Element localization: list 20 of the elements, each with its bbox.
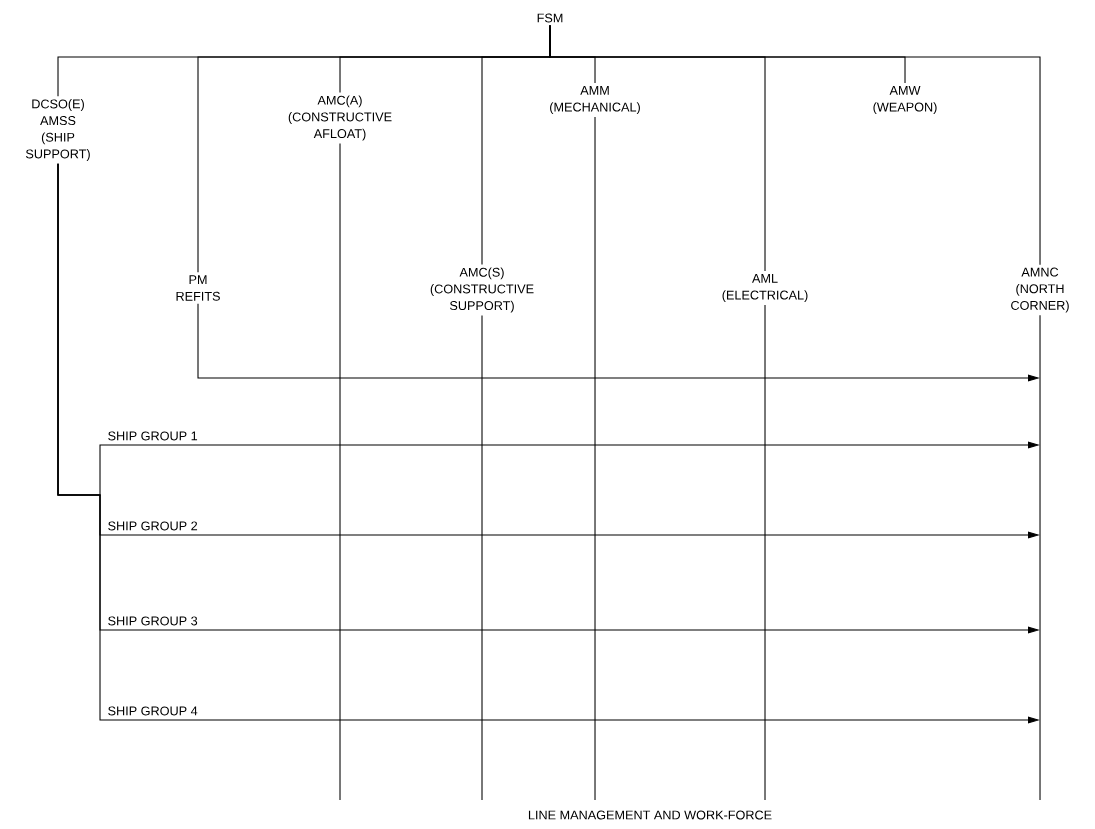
org-unit-label: AMNC (NORTH CORNER) [1011, 267, 1069, 313]
connector-line [1039, 314, 1041, 801]
org-unit-label: DCSO(E) AMSS (SHIP SUPPORT) [26, 99, 90, 161]
org-unit-label: PM REFITS [176, 275, 220, 301]
org-unit-label: AMC(A) (CONSTRUCTIVE AFLOAT) [288, 95, 392, 141]
org-unit-label: AMW (WEAPON) [873, 86, 937, 114]
org-unit-label: FSM [537, 13, 563, 23]
edge-label: SHIP GROUP 4 [108, 706, 198, 716]
edge-label: SHIP GROUP 2 [108, 521, 198, 531]
connector-line [339, 142, 341, 801]
caption-text: LINE MANAGEMENT AND WORK-FORCE [528, 810, 772, 820]
connector-line [594, 116, 596, 801]
edge-label: SHIP GROUP 1 [108, 431, 198, 441]
edge-label: SHIP GROUP 3 [108, 616, 198, 626]
connector-line [549, 24, 1041, 266]
connector-line [481, 314, 483, 801]
connector-line [764, 304, 766, 801]
org-unit-label: AML (ELECTRICAL) [722, 274, 808, 302]
org-unit-label: AMM (MECHANICAL) [550, 86, 640, 114]
org-unit-label: AMC(S) (CONSTRUCTIVE SUPPORT) [430, 267, 534, 313]
